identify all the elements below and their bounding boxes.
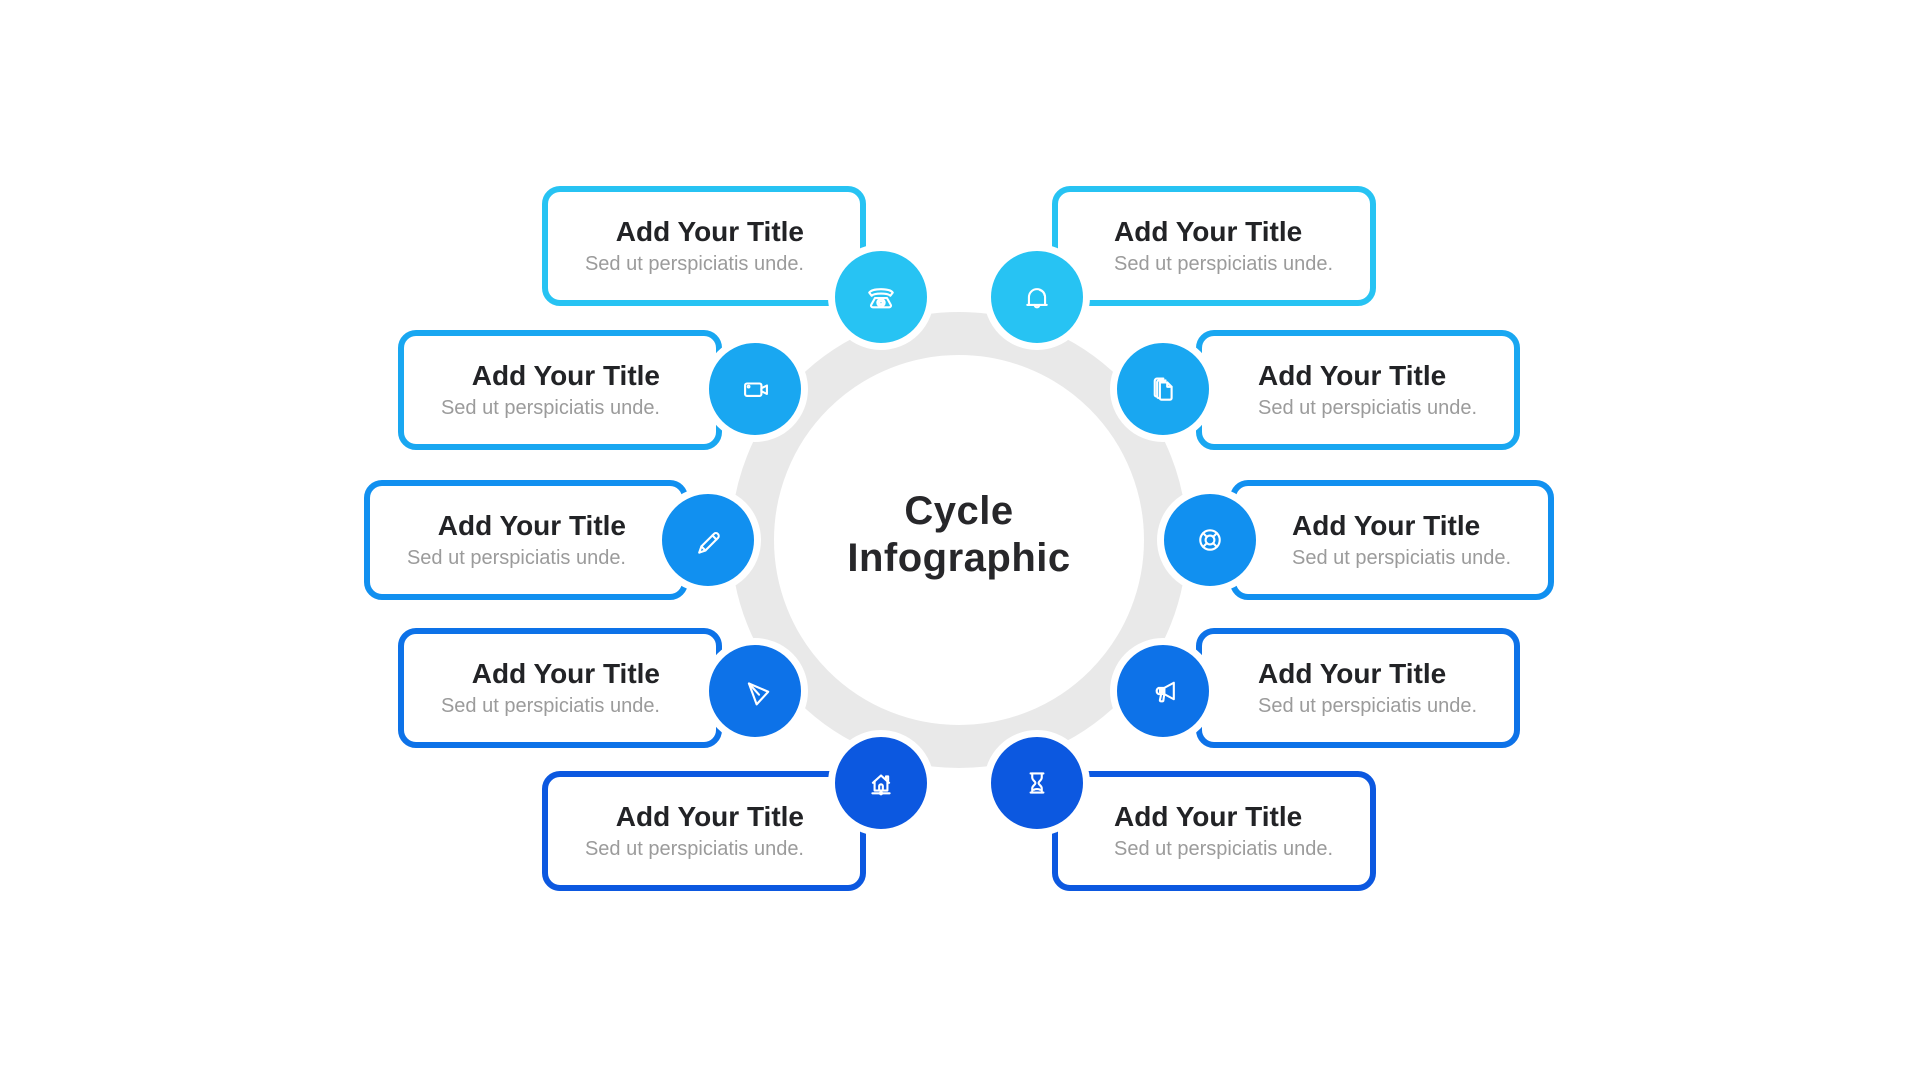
megaphone-icon bbox=[1155, 681, 1175, 703]
phone-icon bbox=[868, 288, 894, 309]
item-subtitle: Sed ut perspiciatis unde. bbox=[1258, 397, 1478, 420]
item-card: Add Your Title Sed ut perspiciatis unde. bbox=[1196, 628, 1520, 748]
icon-badge bbox=[1110, 336, 1216, 442]
item-subtitle: Sed ut perspiciatis unde. bbox=[1114, 253, 1334, 276]
icon-badge bbox=[1110, 638, 1216, 744]
icon-badge bbox=[1157, 487, 1263, 593]
home-icon bbox=[871, 774, 891, 796]
item-title: Add Your Title bbox=[471, 359, 660, 391]
item-card: Add Your Title Sed ut perspiciatis unde. bbox=[1052, 771, 1376, 891]
icon-badge bbox=[828, 244, 934, 350]
icon-badge bbox=[984, 730, 1090, 836]
video-camera-icon bbox=[744, 382, 768, 398]
item-subtitle: Sed ut perspiciatis unde. bbox=[440, 397, 660, 420]
bell-icon bbox=[1026, 288, 1048, 309]
item-title: Add Your Title bbox=[1292, 509, 1481, 541]
center-title-line2: Infographic bbox=[847, 536, 1071, 581]
item-title: Add Your Title bbox=[437, 509, 626, 541]
item-subtitle: Sed ut perspiciatis unde. bbox=[440, 695, 660, 718]
icon-badge bbox=[655, 487, 761, 593]
item-subtitle: Sed ut perspiciatis unde. bbox=[584, 838, 804, 861]
center-title-line1: Cycle bbox=[904, 489, 1014, 533]
item-card: Add Your Title Sed ut perspiciatis unde. bbox=[1196, 330, 1520, 450]
item-card: Add Your Title Sed ut perspiciatis unde. bbox=[398, 330, 722, 450]
item-title: Add Your Title bbox=[1114, 215, 1303, 247]
item-card: Add Your Title Sed ut perspiciatis unde. bbox=[398, 628, 722, 748]
pencil-icon bbox=[698, 532, 720, 554]
documents-icon bbox=[1153, 377, 1173, 401]
icon-badge bbox=[984, 244, 1090, 350]
item-title: Add Your Title bbox=[1258, 657, 1447, 689]
item-subtitle: Sed ut perspiciatis unde. bbox=[584, 253, 804, 276]
item-title: Add Your Title bbox=[615, 800, 804, 832]
icon-badge bbox=[702, 638, 808, 744]
item-subtitle: Sed ut perspiciatis unde. bbox=[1292, 547, 1512, 570]
center-title: Cycle Infographic bbox=[759, 488, 1159, 582]
item-title: Add Your Title bbox=[471, 657, 660, 689]
hourglass-icon bbox=[1029, 772, 1045, 794]
item-title: Add Your Title bbox=[1114, 800, 1303, 832]
paper-plane-icon bbox=[747, 682, 770, 706]
item-title: Add Your Title bbox=[1258, 359, 1447, 391]
lifebuoy-icon bbox=[1199, 529, 1221, 551]
item-subtitle: Sed ut perspiciatis unde. bbox=[1258, 695, 1478, 718]
item-subtitle: Sed ut perspiciatis unde. bbox=[406, 547, 626, 570]
icon-badge bbox=[828, 730, 934, 836]
item-card: Add Your Title Sed ut perspiciatis unde. bbox=[542, 186, 866, 306]
item-card: Add Your Title Sed ut perspiciatis unde. bbox=[1230, 480, 1554, 600]
item-card: Add Your Title Sed ut perspiciatis unde. bbox=[1052, 186, 1376, 306]
item-subtitle: Sed ut perspiciatis unde. bbox=[1114, 838, 1334, 861]
icon-badge bbox=[702, 336, 808, 442]
item-card: Add Your Title Sed ut perspiciatis unde. bbox=[542, 771, 866, 891]
item-title: Add Your Title bbox=[615, 215, 804, 247]
item-card: Add Your Title Sed ut perspiciatis unde. bbox=[364, 480, 688, 600]
